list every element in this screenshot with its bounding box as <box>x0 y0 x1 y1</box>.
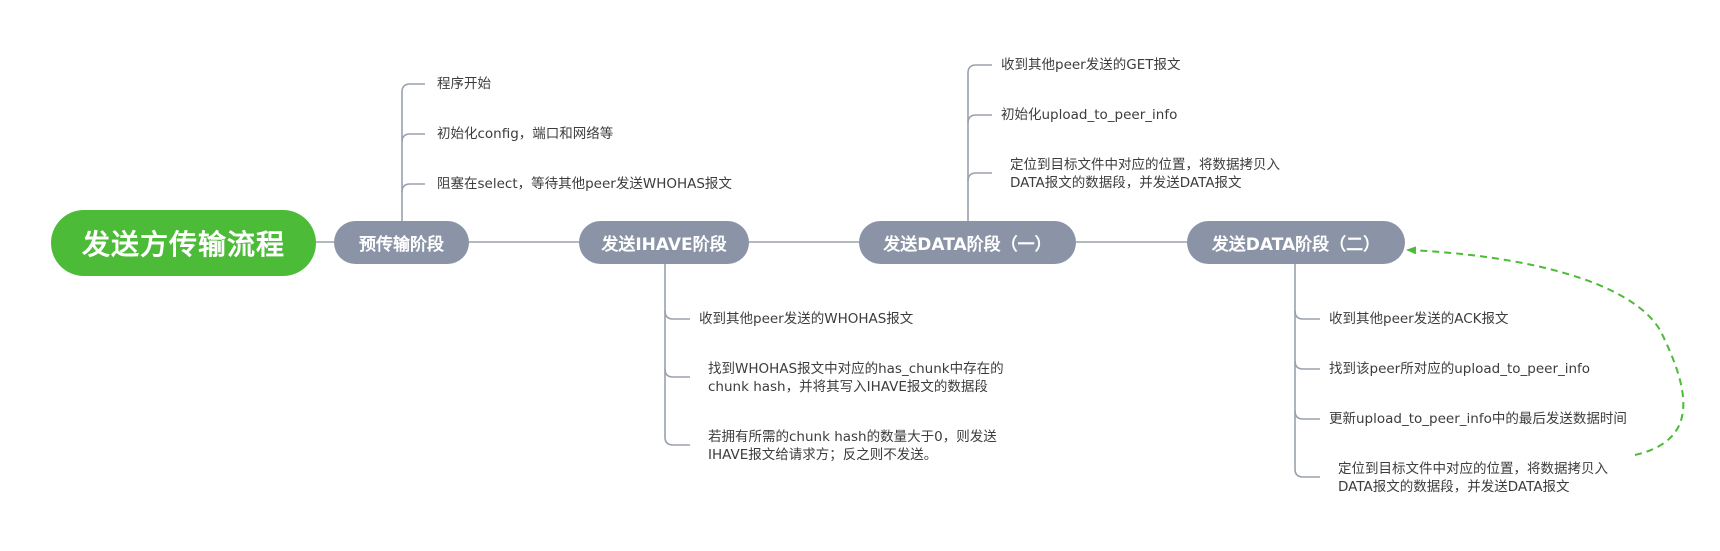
leaf-item: 程序开始 <box>437 75 491 93</box>
branch-connector <box>1294 410 1320 420</box>
leaf-line: 找到WHOHAS报文中对应的has_chunk中存在的 <box>708 361 1004 377</box>
leaf-line: DATA报文的数据段，并发送DATA报文 <box>1010 175 1242 191</box>
stage-node-pretransfer: 预传输阶段 <box>334 221 469 264</box>
leaf-item: 收到其他peer发送的ACK报文 <box>1329 310 1509 328</box>
leaf-line: 找到该peer所对应的upload_to_peer_info <box>1329 361 1591 377</box>
leaf-item: 阻塞在select，等待其他peer发送WHOHAS报文 <box>437 175 732 193</box>
leaf-line: DATA报文的数据段，并发送DATA报文 <box>1338 479 1570 495</box>
branch-connector <box>967 64 992 74</box>
leaf-item: 初始化config，端口和网络等 <box>437 125 613 143</box>
leaf-line: 阻塞在select，等待其他peer发送WHOHAS报文 <box>437 176 732 192</box>
leaf-item: 定位到目标文件中对应的位置，将数据拷贝入 DATA报文的数据段，并发送DATA报… <box>1338 460 1608 496</box>
leaf-line: 收到其他peer发送的WHOHAS报文 <box>699 311 914 327</box>
stage-node-send-data-1: 发送DATA阶段（一） <box>859 221 1076 264</box>
leaf-item: 收到其他peer发送的GET报文 <box>1001 56 1180 74</box>
root-node: 发送方传输流程 <box>51 210 316 276</box>
leaf-item: 找到该peer所对应的upload_to_peer_info <box>1329 360 1590 378</box>
leaf-line: IHAVE报文给请求方；反之则不发送。 <box>708 447 938 463</box>
leaf-item: 定位到目标文件中对应的位置，将数据拷贝入 DATA报文的数据段，并发送DATA报… <box>1010 156 1280 192</box>
loop-back-arrow <box>1406 246 1685 456</box>
leaf-item: 若拥有所需的chunk hash的数量大于0，则发送 IHAVE报文给请求方；反… <box>708 428 997 464</box>
leaf-item: 更新upload_to_peer_info中的最后发送数据时间 <box>1329 410 1627 428</box>
leaf-line: chunk hash，并将其写入IHAVE报文的数据段 <box>708 379 988 395</box>
leaf-line: 定位到目标文件中对应的位置，将数据拷贝入 <box>1338 461 1608 477</box>
branch-connector <box>967 114 992 124</box>
leaf-item: 收到其他peer发送的WHOHAS报文 <box>699 310 913 328</box>
leaf-line: 收到其他peer发送的GET报文 <box>1001 57 1181 73</box>
branch-connector <box>401 183 425 193</box>
leaf-line: 更新upload_to_peer_info中的最后发送数据时间 <box>1329 411 1627 427</box>
leaf-line: 若拥有所需的chunk hash的数量大于0，则发送 <box>708 429 997 445</box>
branch-connector <box>664 310 690 320</box>
branch-connector <box>401 83 425 93</box>
leaf-line: 初始化config，端口和网络等 <box>437 126 614 142</box>
leaf-item: 初始化upload_to_peer_info <box>1001 106 1177 124</box>
branch-connector <box>967 172 992 182</box>
branch-connector <box>664 436 690 446</box>
leaf-line: 初始化upload_to_peer_info <box>1001 107 1178 123</box>
leaf-line: 收到其他peer发送的ACK报文 <box>1329 311 1509 327</box>
branch-connector <box>1294 360 1320 370</box>
leaf-line: 程序开始 <box>437 76 491 92</box>
branch-connector <box>664 368 690 378</box>
branch-connector <box>1294 310 1320 320</box>
branch-connector <box>1294 468 1320 478</box>
leaf-item: 找到WHOHAS报文中对应的has_chunk中存在的 chunk hash，并… <box>708 360 1004 396</box>
stage-node-send-data-2: 发送DATA阶段（二） <box>1187 221 1405 264</box>
stage-node-send-ihave: 发送IHAVE阶段 <box>579 221 749 264</box>
branch-connector <box>401 133 425 143</box>
leaf-line: 定位到目标文件中对应的位置，将数据拷贝入 <box>1010 157 1280 173</box>
